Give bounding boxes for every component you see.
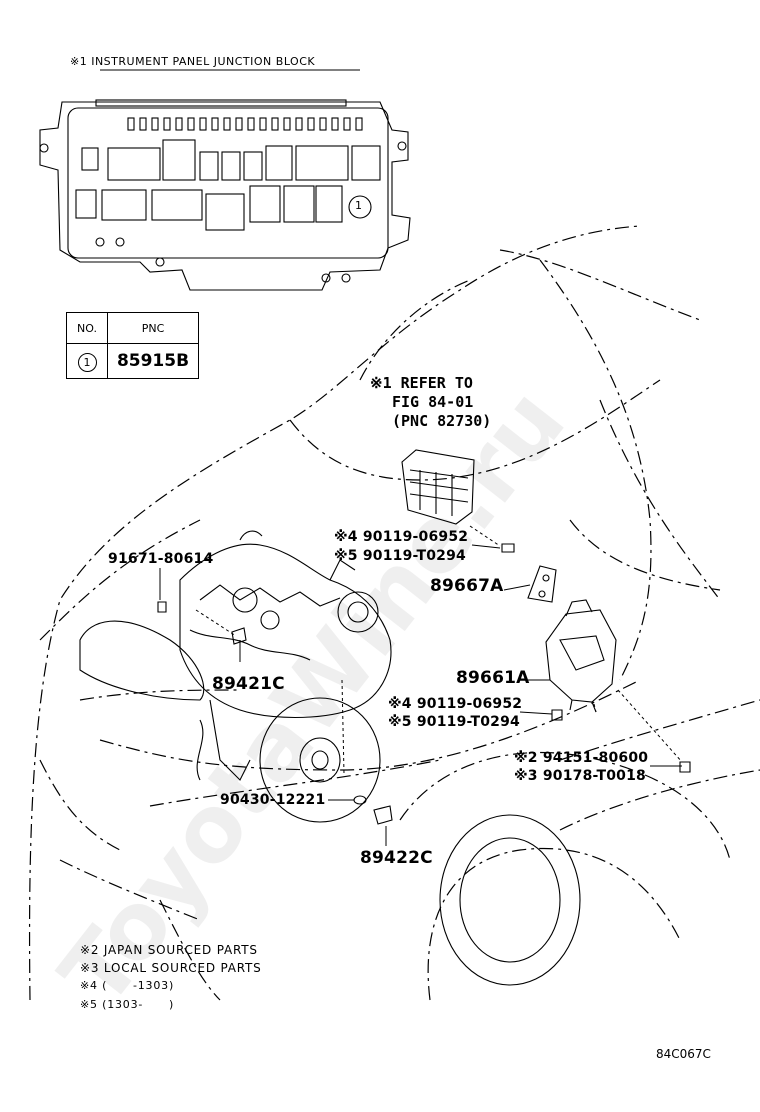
label-89667a: 89667A	[430, 576, 504, 596]
refer-line-3: (PNC 82730)	[392, 412, 492, 430]
note-local-sourced: ※3 LOCAL SOURCED PARTS	[80, 961, 262, 975]
label-90119-06952-upper: ※4 90119-06952	[334, 529, 469, 545]
leader-lines	[159, 525, 683, 846]
label-89661a: 89661A	[456, 668, 530, 688]
note-date-after: ※5 (1303- )	[80, 998, 175, 1011]
pnc-table-row-no: 1	[66, 343, 108, 379]
label-89421c: 89421C	[212, 674, 285, 694]
pnc-table-header-no: NO.	[66, 312, 108, 344]
ecu-module-drawing	[401, 449, 475, 525]
label-90119-t0294-lower: ※5 90119-T0294	[388, 714, 520, 730]
label-91671-80614: 91671-80614	[108, 551, 214, 567]
refer-line-1: ※1 REFER TO	[370, 374, 473, 392]
bracket-89667a-drawing	[527, 565, 557, 603]
module-89661a-drawing	[545, 599, 617, 713]
label-89422c: 89422C	[360, 848, 433, 868]
label-90119-t0294-upper: ※5 90119-T0294	[334, 548, 466, 564]
refer-line-2: FIG 84-01	[392, 393, 474, 411]
label-90430-12221: 90430-12221	[220, 792, 326, 808]
junction-marker-label: 1	[355, 199, 362, 212]
headlight-and-wheels	[79, 620, 581, 986]
note-date-before: ※4 ( -1303)	[80, 979, 175, 992]
label-94151-80600: ※2 94151-80600	[514, 750, 649, 766]
junction-block-drawing	[39, 99, 411, 291]
label-90119-06952-lower: ※4 90119-06952	[388, 696, 523, 712]
pnc-table: NO. PNC 1 85915B	[66, 312, 199, 379]
engine-drawing	[179, 530, 392, 781]
pnc-table-row-pnc: 85915B	[107, 343, 199, 379]
label-90178-t0018: ※3 90178-T0018	[514, 768, 646, 784]
fasteners	[157, 543, 691, 825]
vehicle-outline	[28, 225, 760, 1001]
circled-number: 1	[77, 352, 97, 372]
junction-marker-circle	[348, 195, 372, 219]
junction-block-title: ※1 INSTRUMENT PANEL JUNCTION BLOCK	[70, 55, 316, 68]
pnc-table-header-pnc: PNC	[107, 312, 199, 344]
figure-code: 84C067C	[656, 1047, 711, 1061]
note-japan-sourced: ※2 JAPAN SOURCED PARTS	[80, 943, 258, 957]
fuse-slot-row	[127, 117, 363, 131]
